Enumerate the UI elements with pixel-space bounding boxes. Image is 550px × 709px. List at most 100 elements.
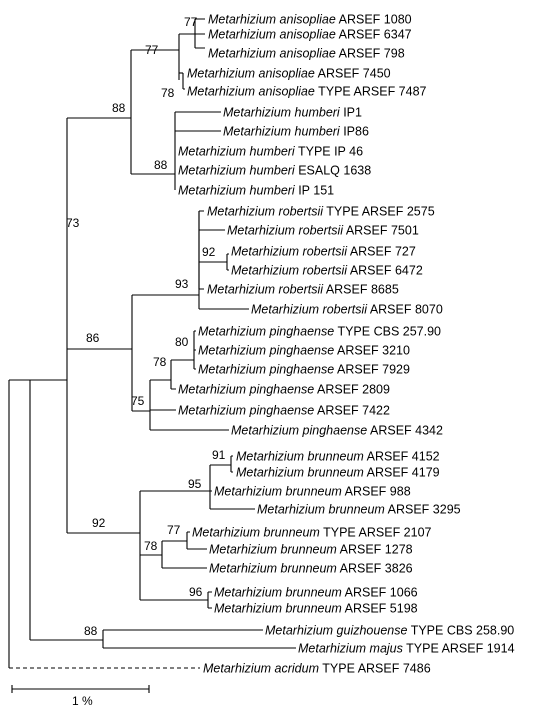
species-name: Metarhizium robertsii (207, 205, 324, 219)
leaf-label: Metarhizium humberi IP 151 (178, 184, 334, 198)
strain-id: ARSEF 8685 (326, 283, 399, 297)
strain-id: TYPE CBS 258.90 (411, 624, 515, 638)
species-name: Metarhizium brunneum (214, 586, 342, 600)
tree-branch (139, 490, 210, 601)
tree-branch (174, 111, 221, 190)
support-value: 96 (189, 585, 203, 599)
support-value: 95 (188, 477, 202, 491)
support-value: 88 (84, 624, 98, 638)
tree-branch (207, 591, 212, 609)
strain-id: ARSEF 1080 (339, 13, 412, 27)
species-name: Metarhizium brunneum (236, 466, 364, 480)
species-name: Metarhizium anisopliae (208, 13, 336, 27)
species-name: Metarhizium brunneum (192, 526, 320, 540)
tree-branch (193, 330, 196, 370)
tree-branch (131, 295, 150, 412)
tree-branch (230, 455, 233, 473)
species-name: Metarhizium humberi (223, 125, 341, 139)
strain-id: TYPE ARSEF 1914 (406, 642, 514, 656)
species-name: Metarhizium anisopliae (187, 85, 315, 99)
tree-branch (29, 380, 103, 641)
strain-id: TYPE ARSEF 7487 (318, 85, 426, 99)
support-value: 80 (175, 335, 189, 349)
strain-id: TYPE CBS 257.90 (337, 325, 441, 339)
support-value: 78 (153, 355, 167, 369)
species-name: Metarhizium pinghaense (198, 363, 334, 377)
tree-branch (170, 359, 194, 390)
tree-branch (66, 117, 131, 349)
strain-id: ARSEF 798 (339, 47, 405, 61)
leaf-label: Metarhizium majus TYPE ARSEF 1914 (298, 642, 515, 656)
species-name: Metarhizium robertsii (207, 283, 324, 297)
scale-bar-label: 1 % (72, 694, 93, 708)
species-name: Metarhizium pinghaense (198, 325, 334, 339)
strain-id: ARSEF 7501 (346, 224, 419, 238)
leaf-label: Metarhizium brunneum ARSEF 1066 (214, 586, 418, 600)
species-name: Metarhizium robertsii (231, 245, 348, 259)
tree-branch (102, 629, 296, 649)
tree-branch (182, 73, 185, 90)
species-name: Metarhizium brunneum (236, 450, 364, 464)
leaf-label: Metarhizium brunneum ARSEF 988 (214, 485, 411, 499)
strain-id: ARSEF 7450 (318, 67, 391, 81)
species-name: Metarhizium humberi (178, 184, 296, 198)
support-value: 92 (92, 516, 106, 530)
strain-id: ARSEF 4152 (367, 450, 440, 464)
tree-branch (209, 464, 255, 510)
scale-bar-line (11, 685, 150, 693)
leaf-label: Metarhizium brunneum ARSEF 1278 (209, 543, 413, 557)
leaf-label: Metarhizium brunneum ARSEF 5198 (214, 602, 418, 616)
strain-id: ARSEF 3295 (388, 503, 461, 517)
strain-id: ARSEF 7422 (317, 404, 390, 418)
species-name: Metarhizium majus (298, 642, 403, 656)
species-name: Metarhizium guizhouense (265, 624, 407, 638)
tree-branches (8, 18, 296, 669)
strain-id: ARSEF 4342 (370, 424, 443, 438)
leaf-label: Metarhizium pinghaense ARSEF 3210 (198, 344, 410, 358)
species-name: Metarhizium anisopliae (208, 47, 336, 61)
scale-bar: 1 % (11, 685, 150, 708)
support-value: 92 (202, 245, 216, 259)
leaf-label: Metarhizium guizhouense TYPE CBS 258.90 (265, 624, 514, 638)
strain-id: ARSEF 8070 (370, 303, 443, 317)
leaf-label: Metarhizium humberi IP86 (223, 125, 369, 139)
strain-id: TYPE ARSEF 2107 (323, 526, 431, 540)
leaf-label: Metarhizium robertsii ARSEF 6472 (231, 264, 423, 278)
leaf-label: Metarhizium robertsii TYPE ARSEF 2575 (207, 205, 435, 219)
tree-branch (226, 253, 229, 271)
leaf-label: Metarhizium brunneum ARSEF 3826 (209, 562, 413, 576)
support-value: 75 (131, 394, 145, 408)
leaf-label: Metarhizium acridum TYPE ARSEF 7486 (203, 662, 431, 676)
support-value: 78 (161, 86, 175, 100)
strain-id: IP1 (343, 106, 362, 120)
species-name: Metarhizium brunneum (214, 602, 342, 616)
species-name: Metarhizium brunneum (214, 485, 342, 499)
leaf-label: Metarhizium robertsii ARSEF 8685 (207, 283, 399, 297)
species-name: Metarhizium acridum (203, 662, 319, 676)
leaf-label: Metarhizium brunneum ARSEF 3295 (257, 503, 461, 517)
tree-branch (178, 33, 195, 80)
leaf-label: Metarhizium pinghaense ARSEF 7929 (198, 363, 410, 377)
strain-id: ARSEF 1066 (345, 586, 418, 600)
strain-id: TYPE IP 46 (298, 145, 363, 159)
species-name: Metarhizium robertsii (227, 224, 344, 238)
strain-id: ARSEF 4179 (367, 466, 440, 480)
tree-branch (149, 379, 229, 431)
species-name: Metarhizium pinghaense (178, 404, 314, 418)
support-value: 88 (154, 158, 168, 172)
support-value: 91 (212, 448, 226, 462)
species-name: Metarhizium brunneum (209, 543, 337, 557)
species-name: Metarhizium anisopliae (187, 67, 315, 81)
species-name: Metarhizium robertsii (231, 264, 348, 278)
leaf-label: Metarhizium robertsii ARSEF 8070 (251, 303, 443, 317)
leaf-label: Metarhizium humberi IP1 (223, 106, 362, 120)
strain-id: TYPE ARSEF 2575 (326, 205, 434, 219)
strain-id: ARSEF 3826 (340, 562, 413, 576)
strain-id: ARSEF 3210 (337, 344, 410, 358)
support-value: 93 (175, 277, 189, 291)
leaf-label: Metarhizium humberi TYPE IP 46 (178, 145, 363, 159)
leaf-label: Metarhizium anisopliae TYPE ARSEF 7487 (187, 85, 427, 99)
support-value: 77 (167, 523, 181, 537)
support-value: 77 (145, 43, 159, 57)
